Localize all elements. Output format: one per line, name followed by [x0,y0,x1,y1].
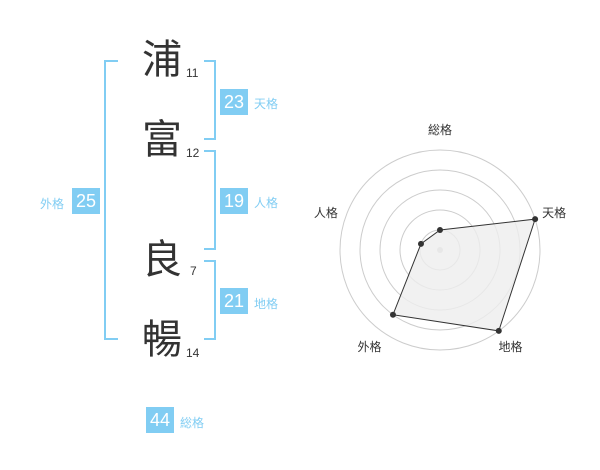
stroke-count-4: 14 [186,346,200,360]
radar-point [437,227,443,233]
name-char-2: 富 [142,117,182,163]
radar-axis-label: 総格 [428,122,452,137]
chikaku-label: 地格 [254,297,279,311]
radar-axis-label: 天格 [542,205,566,220]
gaikaku-label: 外格 [40,197,65,211]
radar-axis-label: 人格 [314,205,338,220]
radar-point [532,216,539,223]
jinkaku-bracket [204,150,216,250]
radar-value-polygon [392,218,536,332]
radar-point [495,327,502,334]
name-char-4: 暢 [142,317,182,363]
gaikaku-value: 25 [72,188,100,214]
stroke-count-1: 11 [186,66,199,80]
jinkaku-value: 19 [220,188,248,214]
soukaku-label: 総格 [180,416,205,430]
radar-axis-label: 地格 [499,339,523,354]
gaikaku-bracket [104,60,118,340]
name-char-3: 良 [142,237,182,283]
stroke-count-3: 7 [190,264,197,278]
stroke-count-2: 12 [186,146,200,160]
tenkaku-label: 天格 [254,97,279,111]
chikaku-bracket [204,260,216,340]
jinkaku-label: 人格 [254,196,279,210]
tenkaku-bracket [204,60,216,140]
name-char-1: 浦 [142,37,182,83]
chikaku-value: 21 [220,288,248,314]
radar-point [417,240,424,247]
tenkaku-value: 23 [220,89,248,115]
soukaku-value: 44 [146,407,174,433]
radar-grid-ring [339,149,541,351]
radar-point [389,311,396,318]
radar-axis-label: 外格 [357,339,381,354]
